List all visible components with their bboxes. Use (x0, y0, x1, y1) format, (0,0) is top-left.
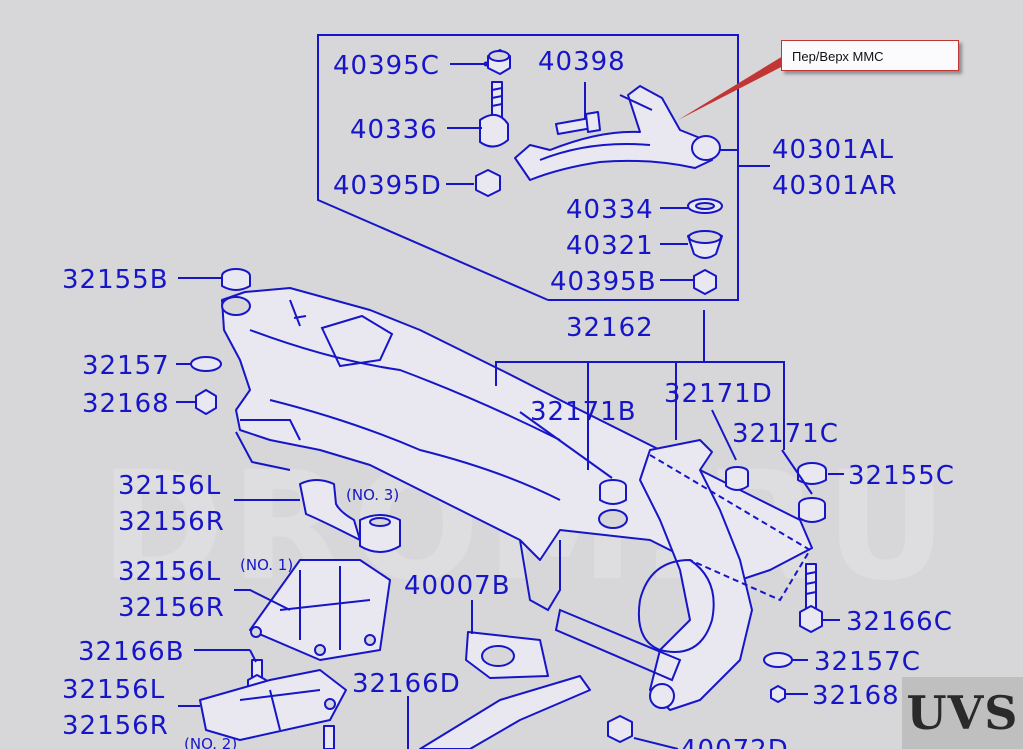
nut-32168b-part (770, 685, 786, 703)
nut-40395b-part (693, 269, 717, 295)
label-40301ar: 40301AR (772, 171, 898, 201)
label-40395d: 40395D (333, 171, 442, 201)
knuckle-part (554, 439, 753, 711)
label-40007b: 40007B (404, 571, 511, 601)
note-no3: (NO. 3) (346, 486, 399, 504)
label-32157c: 32157C (814, 647, 921, 677)
bolt-32166d-part (323, 725, 335, 749)
label-32168-bottom: 32168 (812, 681, 900, 711)
bolt-40336-part (479, 81, 509, 148)
callout-pointer (678, 56, 787, 120)
label-32156l-no3: 32156L (118, 471, 221, 501)
washer-32157-part (190, 356, 222, 372)
label-40395b: 40395B (550, 267, 657, 297)
label-32166c: 32166C (846, 607, 953, 637)
label-32156r-no2: 32156R (62, 711, 169, 741)
bushing-32171b-part (599, 479, 627, 505)
label-32171b: 32171B (530, 397, 637, 427)
label-40336: 40336 (350, 115, 438, 145)
nut-32168-part (195, 389, 217, 415)
label-32156l-no2: 32156L (62, 675, 165, 705)
label-32168-top: 32168 (82, 389, 170, 419)
label-32171c: 32171C (732, 419, 839, 449)
label-32155c: 32155C (848, 461, 955, 491)
bracket-no2-part (199, 669, 347, 741)
label-40072d: 40072D (680, 735, 789, 749)
label-40398: 40398 (538, 47, 626, 77)
bushing-32171c-part (798, 497, 826, 523)
bracket-no1-part (249, 559, 391, 661)
washer-32157c-part (763, 652, 793, 668)
label-32155b: 32155B (62, 265, 169, 295)
bushing-32171d-part (725, 466, 749, 491)
label-32157: 32157 (82, 351, 170, 381)
boot-40321-part (687, 230, 723, 259)
label-32162: 32162 (566, 313, 654, 343)
uvs-logo: UVS (902, 677, 1023, 749)
label-32156r-no3: 32156R (118, 507, 225, 537)
label-32166b: 32166B (78, 637, 185, 667)
bracket-no3-part (299, 479, 401, 553)
bushing-40007b-part (465, 631, 549, 679)
callout-text: Пер/Верх ММС (792, 49, 884, 64)
callout-box: Пер/Верх ММС (781, 40, 959, 71)
label-40301al: 40301AL (772, 135, 894, 165)
lower-arm-part (419, 675, 591, 749)
upper-arm-group-box (317, 34, 739, 301)
label-40334: 40334 (566, 195, 654, 225)
bushing-40334-part (687, 198, 723, 214)
nut-40395d-part (475, 169, 501, 197)
bolt-32166c-part (799, 563, 823, 633)
leader-lines (176, 61, 844, 749)
label-32166d: 32166D (352, 669, 461, 699)
nut-40072d-part (607, 715, 633, 743)
bushing-32155c-part (797, 462, 827, 485)
label-40395c: 40395C (333, 51, 440, 81)
label-32156l-no1: 32156L (118, 557, 221, 587)
label-40321: 40321 (566, 231, 654, 261)
label-32171d: 32171D (664, 379, 773, 409)
bolt-40398-part (555, 111, 601, 135)
note-no2: (NO. 2) (184, 735, 237, 749)
note-no1: (NO. 1) (240, 556, 293, 574)
upper-arm-40301-part (514, 85, 721, 181)
label-32156r-no1: 32156R (118, 593, 225, 623)
nut-40395c-part (487, 49, 511, 75)
bushing-32155b-part (221, 268, 251, 291)
